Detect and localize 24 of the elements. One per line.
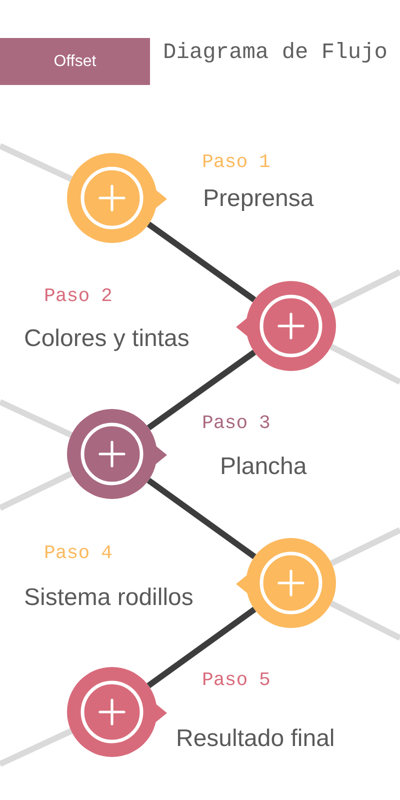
guide-line: [0, 399, 72, 438]
step-label: Sistema rodillos: [24, 583, 194, 612]
header-tab: Offset: [0, 38, 150, 85]
guide-line: [330, 527, 400, 566]
connector-line: [146, 222, 256, 302]
step-label: Colores y tintas: [24, 324, 190, 353]
guide-line: [330, 600, 400, 641]
step-number: Paso 3: [202, 412, 270, 435]
step-label: Plancha: [220, 452, 307, 481]
guide-line: [330, 269, 400, 309]
step-number: Paso 1: [202, 151, 270, 174]
step-number: Paso 5: [202, 669, 270, 692]
connector-line: [146, 478, 256, 560]
connector-line: [146, 350, 256, 430]
diagram-title: Diagrama de Flujo: [163, 39, 388, 67]
step-label: Preprensa: [203, 184, 314, 213]
step-label: Resultado final: [176, 724, 335, 753]
guide-line: [330, 344, 400, 385]
step-number: Paso 4: [44, 542, 112, 565]
guide-line: [0, 143, 72, 182]
step-number: Paso 2: [44, 285, 112, 308]
guide-line: [0, 728, 72, 767]
connector-line: [146, 606, 256, 688]
guide-line: [0, 470, 73, 511]
